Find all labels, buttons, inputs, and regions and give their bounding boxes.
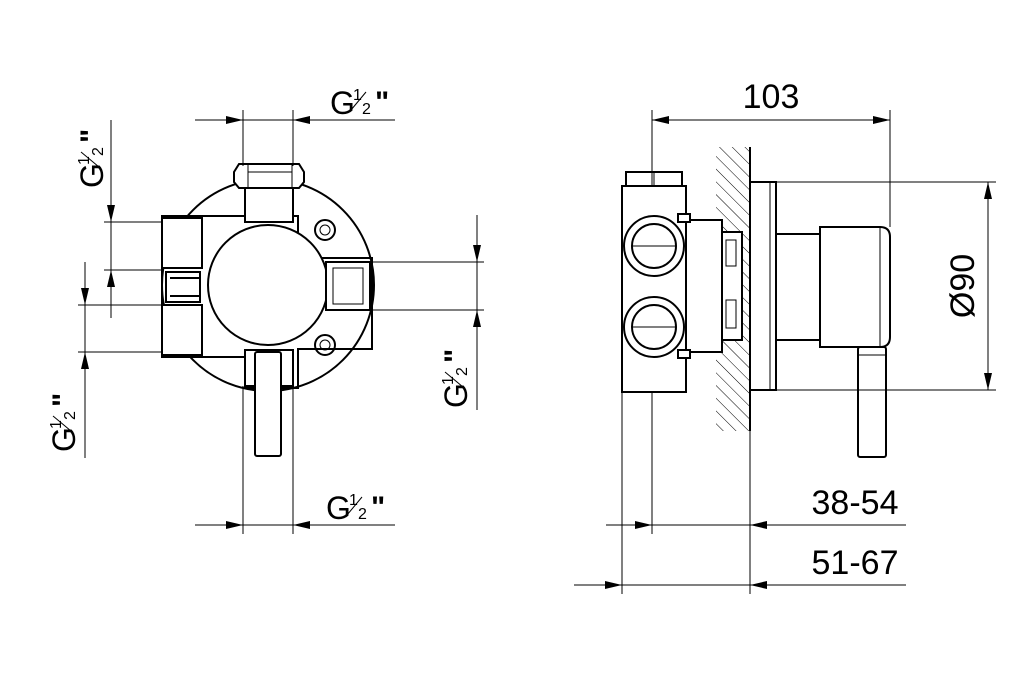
thread-fraction-num: 1: [353, 87, 362, 104]
thread-letter: G: [46, 427, 82, 452]
front-view-top-nut: [233, 163, 305, 189]
label-top-thread: G 1 2 ": [330, 85, 389, 121]
thread-fraction-den: 2: [358, 506, 367, 523]
side-view-stem: [775, 233, 823, 341]
front-view-lever: [254, 351, 282, 457]
front-view-central-bore: [207, 224, 329, 346]
thread-fraction-den: 2: [90, 147, 107, 156]
thread-letter: G: [74, 163, 110, 188]
thread-fraction-num: 1: [440, 376, 457, 385]
front-view-bolt-top: [314, 219, 336, 241]
dim-wall-range-1: 38-54: [606, 392, 906, 594]
thread-fraction-num: 1: [48, 420, 65, 429]
thread-letter: G: [438, 383, 474, 408]
front-view-top-port: [244, 187, 294, 223]
dim-wall-range-2-label: 51-67: [812, 544, 899, 582]
front-view-left-port-lower: [161, 304, 203, 356]
dim-overall-depth: 103: [651, 78, 891, 227]
dim-overall-depth-label: 103: [743, 78, 800, 116]
side-view-lever: [857, 346, 887, 458]
thread-inch-mark: ": [47, 393, 80, 407]
thread-letter: G: [326, 490, 351, 526]
thread-inch-mark: ": [75, 129, 108, 143]
thread-fraction-den: 2: [62, 411, 79, 420]
front-view-bolt-top-inner: [319, 224, 331, 236]
side-view-housing: [685, 219, 723, 353]
side-view: [621, 147, 891, 458]
dim-left-lower-thread: [78, 262, 162, 458]
dim-top-thread: [195, 110, 395, 166]
front-view-right-port-inner: [332, 267, 364, 305]
dim-bottom-thread: [195, 386, 395, 534]
dim-right-thread: [372, 215, 484, 410]
dim-diameter: Ø90: [776, 181, 996, 391]
label-bottom-thread: G 1 2 ": [326, 490, 385, 526]
label-right-thread: G 1 2 ": [438, 349, 474, 408]
dim-wall-range-2: 51-67: [574, 392, 906, 594]
dim-wall-range-1-label: 38-54: [812, 484, 899, 522]
front-view-left-slot: [165, 271, 201, 303]
thread-letter: G: [330, 85, 355, 121]
side-view-housing-detail-2: [725, 299, 737, 329]
label-left-upper-thread: G 1 2 ": [74, 129, 110, 188]
side-view-housing-step: [721, 231, 743, 341]
side-view-tab-bottom: [677, 349, 691, 359]
front-view: [161, 163, 375, 457]
front-view-bolt-bottom: [314, 334, 336, 356]
thread-inch-mark: ": [375, 86, 389, 119]
thread-fraction-den: 2: [362, 101, 371, 118]
side-view-tab-top: [677, 213, 691, 223]
side-view-cover-plate: [749, 181, 777, 391]
thread-inch-mark: ": [371, 491, 385, 524]
front-view-bolt-bottom-inner: [319, 339, 331, 351]
dim-diameter-label: Ø90: [944, 254, 982, 318]
thread-fraction-num: 1: [76, 156, 93, 165]
front-view-left-port-upper: [161, 217, 203, 269]
thread-fraction-num: 1: [349, 492, 358, 509]
thread-fraction-den: 2: [454, 367, 471, 376]
label-left-lower-thread: G 1 2 ": [46, 393, 82, 452]
side-view-housing-detail-1: [725, 239, 737, 267]
thread-inch-mark: ": [439, 349, 472, 363]
dim-left-upper-thread: [104, 120, 162, 318]
